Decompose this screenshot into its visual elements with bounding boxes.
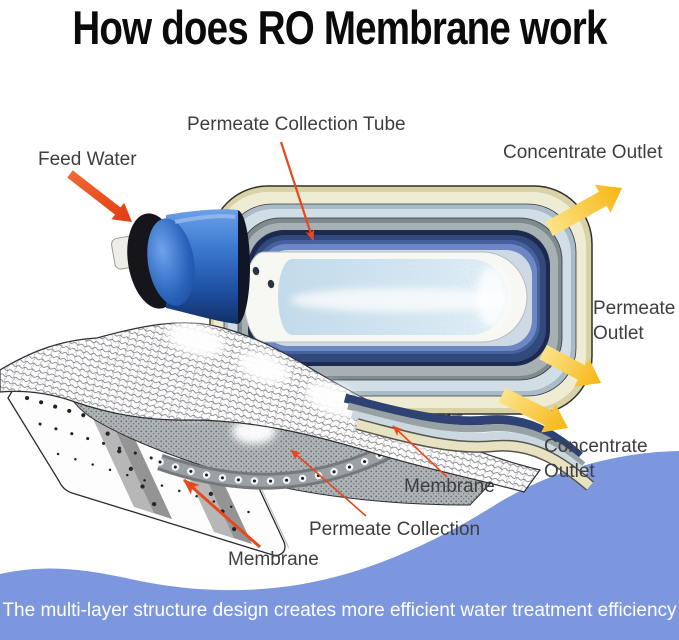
membrane-left-arrow [183,478,261,549]
label-feed-water: Feed Water [38,149,137,170]
feed-spacer-mesh-sheet [0,322,542,493]
icy-core [278,259,510,335]
label-concentrate-outlet-top: Concentrate Outlet [503,142,663,163]
label-membrane-left: Membrane [228,549,319,570]
permeate-outlet-arrow [539,344,601,387]
housing-cylinder [111,209,250,324]
label-concentrate-outlet-bottom: Concentrate Outlet [544,434,648,484]
label-concentrate-outlet-bottom-line2: Outlet [544,461,595,482]
permeate-collection-tube-arrow [279,141,315,241]
banner-caption: The multi-layer structure design creates… [2,600,677,621]
permeate-collection-tube-art [243,251,528,343]
flow-arrows [498,184,622,433]
label-permeate-outlet-line1: Permeate [593,298,676,319]
pointer-arrows [67,141,448,549]
membrane-right-arrow [392,425,448,478]
feed-water-arrow [67,170,132,222]
label-concentrate-outlet-bottom-line1: Concentrate [544,436,648,457]
concentrate-outlet-top-arrow [545,184,622,236]
label-permeate-collection-tube: Permeate Collection Tube [187,114,406,135]
banner-wave [0,451,679,640]
permeate-collection-arrow [290,449,367,517]
label-membrane-right: Membrane [404,476,495,497]
label-permeate-outlet: Permeate Outlet [593,296,675,346]
page-title: How does RO Membrane work [72,1,607,54]
label-permeate-collection: Permeate Collection [309,519,481,540]
concentrate-outlet-bottom-arrow [498,387,568,433]
label-permeate-outlet-line2: Outlet [593,323,644,344]
